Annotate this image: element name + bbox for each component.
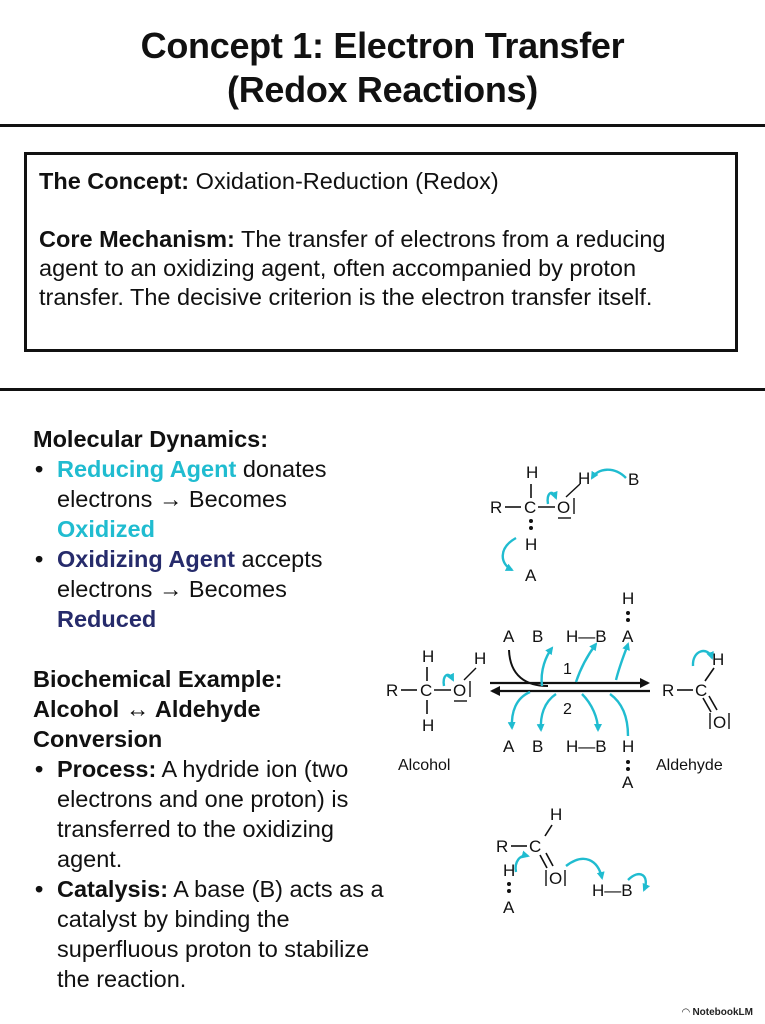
electron-arrow <box>614 642 630 681</box>
dynamics-list: Reducing Agent donates electrons → Becom… <box>33 454 403 634</box>
atom-label: H <box>622 589 634 608</box>
page-title: Concept 1: Electron Transfer (Redox Reac… <box>0 24 765 112</box>
teal-curve <box>609 693 630 737</box>
atom-label: R <box>662 681 674 700</box>
atom-label: H <box>712 650 724 669</box>
list-item: Process: A hydride ion (two electrons an… <box>33 754 403 874</box>
atom-label: C <box>695 681 707 700</box>
bottom-row-item: H <box>622 737 634 756</box>
dynamics-heading: Molecular Dynamics: <box>33 426 269 452</box>
atom-label: C <box>529 837 541 856</box>
oxidized-term: Oxidized <box>57 516 155 542</box>
atom-label: R <box>496 837 508 856</box>
example-heading-line-3: Conversion <box>33 726 163 752</box>
step-2-label: 2 <box>563 701 572 718</box>
title-line-1: Concept 1: Electron Transfer <box>140 25 625 66</box>
concept-box: The Concept: Oxidation-Reduction (Redox)… <box>24 152 738 352</box>
atom-label: O <box>557 498 570 517</box>
mechanism-label: Core Mechanism: <box>39 226 235 252</box>
atom-label: H <box>422 716 434 735</box>
catalysis-label: Catalysis: <box>57 876 169 902</box>
electron-arrow <box>574 642 598 683</box>
top-row-item: H—B <box>566 627 607 646</box>
process-text: A hydride ion (two electrons and one pro… <box>57 756 349 872</box>
brand-watermark: ◠ NotebookLM <box>682 1007 753 1018</box>
top-row-item: B <box>532 627 543 646</box>
atom-label: O <box>713 713 726 732</box>
list-item: Catalysis: A base (B) acts as a catalyst… <box>33 874 403 994</box>
electron-arrow <box>540 646 554 687</box>
atom-label: A <box>622 773 634 792</box>
atom-label: A <box>525 566 537 585</box>
brand-text: NotebookLM <box>692 1007 753 1018</box>
bottom-row-item: H—B <box>566 737 607 756</box>
atom-label: R <box>386 681 398 700</box>
reducing-agent-term: Reducing Agent <box>57 456 237 482</box>
atom-label: O <box>549 869 562 888</box>
bottom-molecule: H R C O H A H—B <box>496 805 651 917</box>
electron-arrow <box>627 873 651 892</box>
aldehyde-label: Aldehyde <box>656 757 723 774</box>
atom-label: R <box>490 498 502 517</box>
electron-arrow <box>536 693 557 732</box>
atom-label: O <box>453 681 466 700</box>
top-divider <box>0 124 765 127</box>
mechanism-text: The transfer of electrons from a reducin… <box>39 226 666 310</box>
atom-label: H <box>503 861 515 880</box>
electron-arrow <box>514 850 530 873</box>
process-label: Process: <box>57 756 157 782</box>
atom-label: C <box>420 681 432 700</box>
electron-arrow <box>507 690 531 730</box>
example-heading-line-1: Biochemical Example: <box>33 666 283 692</box>
title-line-2: (Redox Reactions) <box>227 69 538 110</box>
electron-arrow <box>501 536 517 572</box>
alcohol-molecule: H R C O H H Alcohol <box>386 647 486 774</box>
atom-label: H <box>578 469 590 488</box>
example-list: Process: A hydride ion (two electrons an… <box>33 754 403 994</box>
bottom-row-item: B <box>532 737 543 756</box>
notebook-icon: ◠ <box>681 1007 693 1018</box>
alcohol-label: Alcohol <box>398 757 450 774</box>
list-item: Reducing Agent donates electrons → Becom… <box>33 454 403 544</box>
atom-label: H <box>550 805 562 824</box>
reducing-agent-text: donates electrons → Becomes <box>57 456 327 512</box>
reduced-term: Reduced <box>57 606 157 632</box>
step-1-label: 1 <box>563 661 572 678</box>
concept-text: Oxidation-Reduction (Redox) <box>195 168 499 194</box>
electron-arrow <box>442 672 455 687</box>
list-item: Oxidizing Agent accepts electrons → Beco… <box>33 544 403 634</box>
explanation-column: Molecular Dynamics: Reducing Agent donat… <box>33 424 403 994</box>
concept-line: The Concept: Oxidation-Reduction (Redox) <box>39 167 723 196</box>
top-row-item: A <box>503 627 515 646</box>
atom-label: H <box>474 649 486 668</box>
mechanism-paragraph: Core Mechanism: The transfer of electron… <box>39 225 723 312</box>
top-row-item: A <box>622 627 634 646</box>
electron-arrow <box>691 649 714 667</box>
atom-label: H <box>526 463 538 482</box>
electron-arrow <box>590 468 627 480</box>
electron-arrow <box>565 857 605 880</box>
atom-label: H <box>422 647 434 666</box>
reaction-arrows: 1 2 A B H—B A H A B H—B H A <box>490 589 650 792</box>
atom-label: B <box>628 470 639 489</box>
electron-arrow <box>546 490 558 505</box>
aldehyde-molecule: R C H O Aldehyde <box>656 649 730 774</box>
catalysis-text: A base (B) acts as a catalyst by binding… <box>57 876 384 992</box>
bottom-row-item: A <box>503 737 515 756</box>
top-molecule: H R C O H B H A <box>490 463 639 585</box>
middle-divider <box>0 388 765 391</box>
example-heading-line-2: Alcohol ↔ Aldehyde <box>33 696 261 722</box>
electron-arrow <box>581 693 602 732</box>
atom-label: H <box>525 535 537 554</box>
atom-label: A <box>503 898 515 917</box>
example-heading: Biochemical Example: Alcohol ↔ Aldehyde … <box>33 664 403 754</box>
bottom-hb-label: H—B <box>592 881 633 900</box>
oxidizing-agent-term: Oxidizing Agent <box>57 546 235 572</box>
oxidizing-agent-text: accepts electrons → Becomes <box>57 546 323 602</box>
concept-label: The Concept: <box>39 168 190 194</box>
atom-label: C <box>524 498 536 517</box>
